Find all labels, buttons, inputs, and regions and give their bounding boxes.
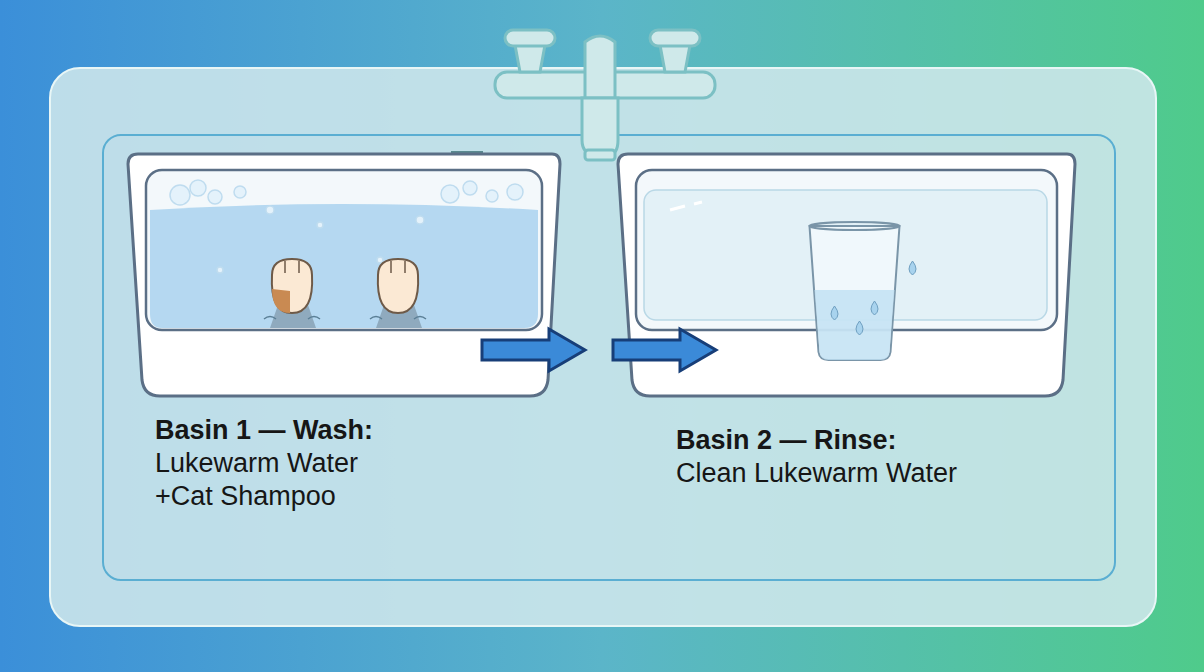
basin-heading: Basin 1 — Wash:: [155, 414, 570, 447]
basin-drawing: [610, 150, 1085, 400]
faucet: [495, 30, 715, 160]
basin-node: Basin 1 — Wash:Lukewarm Water +Cat Shamp…: [120, 150, 570, 520]
arrow-shape: [613, 329, 716, 371]
sink-outline: [103, 135, 1115, 580]
basin-heading: Basin 2 — Rinse:: [676, 424, 1085, 457]
basin-drawing: [120, 150, 570, 400]
flow-arrow: [482, 329, 716, 371]
basin-description: Clean Lukewarm Water: [676, 457, 1076, 490]
arrow-shape: [482, 329, 585, 371]
sink-panel: [50, 68, 1156, 626]
basin-node: Basin 2 — Rinse:Clean Lukewarm Water: [610, 150, 1085, 520]
basin-description: Lukewarm Water +Cat Shampoo: [155, 447, 405, 513]
